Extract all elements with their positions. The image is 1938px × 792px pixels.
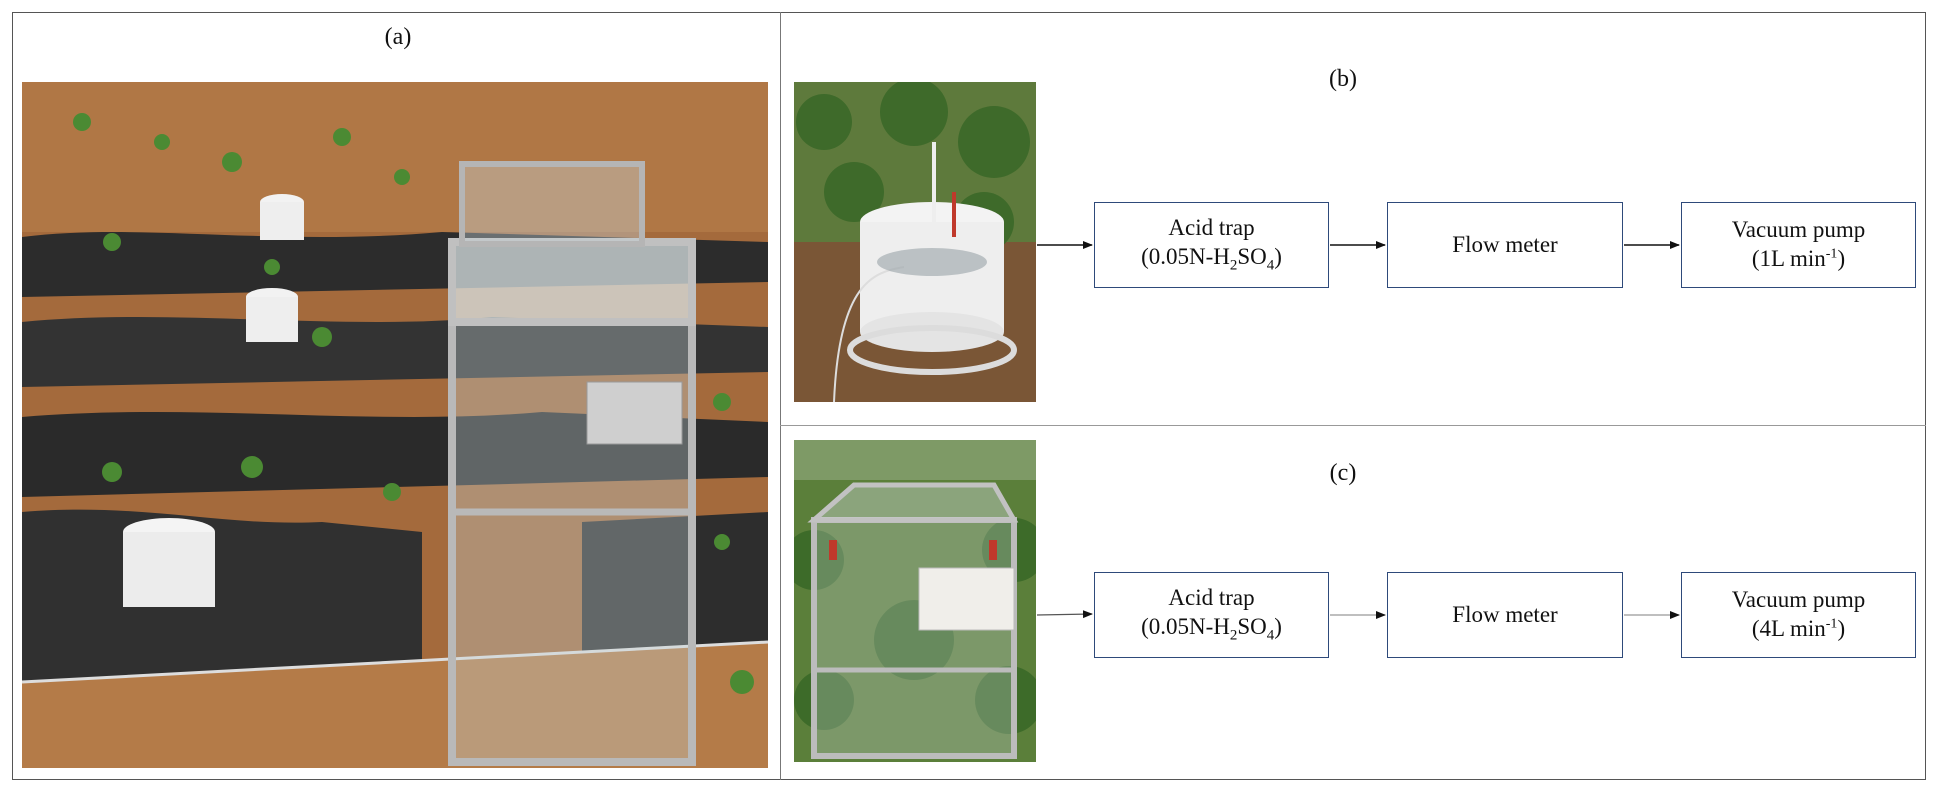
panel-c-vacuum-pump-box: Vacuum pump (4L min-1)	[1681, 572, 1916, 658]
panel-b-flow-meter-box: Flow meter	[1387, 202, 1623, 288]
panel-c-acid-trap-box: Acid trap (0.05N-H2SO4)	[1094, 572, 1329, 658]
horizontal-divider	[780, 425, 1926, 426]
panel-a-label: (a)	[384, 24, 412, 50]
vertical-divider	[780, 12, 781, 780]
vacuum-pump-rate: (1L min-1)	[1751, 246, 1846, 271]
acid-trap-title: Acid trap	[1168, 215, 1255, 241]
panel-c-label: (c)	[1329, 460, 1357, 486]
acid-trap-formula: (0.05N-H2SO4)	[1141, 244, 1282, 274]
vacuum-pump-title: Vacuum pump	[1731, 217, 1866, 243]
panel-c-flow-meter-box: Flow meter	[1387, 572, 1623, 658]
panel-b-label: (b)	[1329, 66, 1357, 92]
acid-trap-formula: (0.05N-H2SO4)	[1141, 614, 1282, 644]
acid-trap-title: Acid trap	[1168, 585, 1255, 611]
flow-meter-title: Flow meter	[1452, 231, 1558, 257]
flow-meter-title: Flow meter	[1452, 601, 1558, 627]
panel-b-photo	[794, 82, 1036, 402]
panel-c-photo	[794, 440, 1036, 762]
panel-a-photo	[22, 82, 768, 768]
vacuum-pump-title: Vacuum pump	[1731, 587, 1866, 613]
panel-b-vacuum-pump-box: Vacuum pump (1L min-1)	[1681, 202, 1916, 288]
figure-frame	[12, 12, 1926, 780]
panel-b-acid-trap-box: Acid trap (0.05N-H2SO4)	[1094, 202, 1329, 288]
vacuum-pump-rate: (4L min-1)	[1751, 616, 1846, 641]
